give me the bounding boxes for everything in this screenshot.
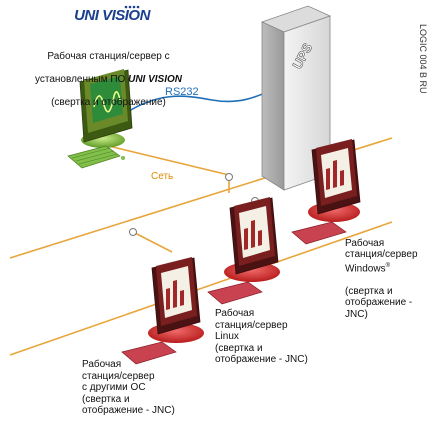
windows-workstation bbox=[291, 139, 361, 245]
server-waveform bbox=[93, 91, 121, 113]
server-workstation bbox=[67, 69, 133, 169]
network-line-lower bbox=[9, 221, 393, 356]
network-link-server bbox=[91, 141, 230, 176]
rs232-label: RS232 bbox=[165, 86, 199, 98]
server-caption-line1: Рабочая станция/сервер с bbox=[47, 50, 170, 62]
windows-caption-mark: ® bbox=[385, 262, 390, 269]
network-link-other bbox=[132, 231, 173, 253]
windows-caption-main: Рабочая станция/сервер Windows bbox=[345, 237, 418, 274]
other-os-keyboard bbox=[121, 341, 177, 365]
ups-front bbox=[261, 21, 285, 191]
document-code: LOGIC 004 B RU bbox=[418, 24, 428, 94]
network-label: Сеть bbox=[151, 171, 174, 182]
other-os-bars bbox=[166, 280, 184, 310]
server-caption: Рабочая станция/сервер с установленным П… bbox=[6, 39, 211, 108]
logo-dots-icon bbox=[124, 5, 140, 9]
other-os-caption: Рабочая станция/сервер с другими ОС (све… bbox=[82, 359, 175, 416]
other-os-workstation bbox=[121, 257, 204, 365]
linux-bars bbox=[244, 220, 262, 250]
server-caption-line3: (свертка и отображение) bbox=[51, 96, 166, 108]
windows-bars bbox=[326, 160, 344, 190]
brand-logo: UNI VISION bbox=[74, 7, 150, 24]
server-keyboard bbox=[67, 145, 121, 169]
linux-caption: Рабочая станция/сервер Linux (свертка и … bbox=[215, 308, 308, 365]
windows-caption: Рабочая станция/сервер Windows® (свертка… bbox=[345, 226, 440, 320]
windows-caption-tail: (свертка и отображение - JNC) bbox=[345, 285, 413, 320]
server-caption-line2-prefix: установленным ПО bbox=[34, 73, 129, 85]
rs232-cable bbox=[115, 89, 273, 121]
linux-keyboard bbox=[207, 281, 263, 305]
linux-workstation bbox=[207, 197, 280, 305]
windows-keyboard bbox=[291, 221, 347, 245]
network-node bbox=[225, 173, 233, 181]
server-mouse bbox=[121, 156, 125, 160]
ups-box bbox=[260, 5, 332, 191]
network-node bbox=[129, 228, 137, 236]
server-caption-brand: UNI VISION bbox=[128, 73, 183, 85]
server-screen bbox=[90, 76, 123, 123]
